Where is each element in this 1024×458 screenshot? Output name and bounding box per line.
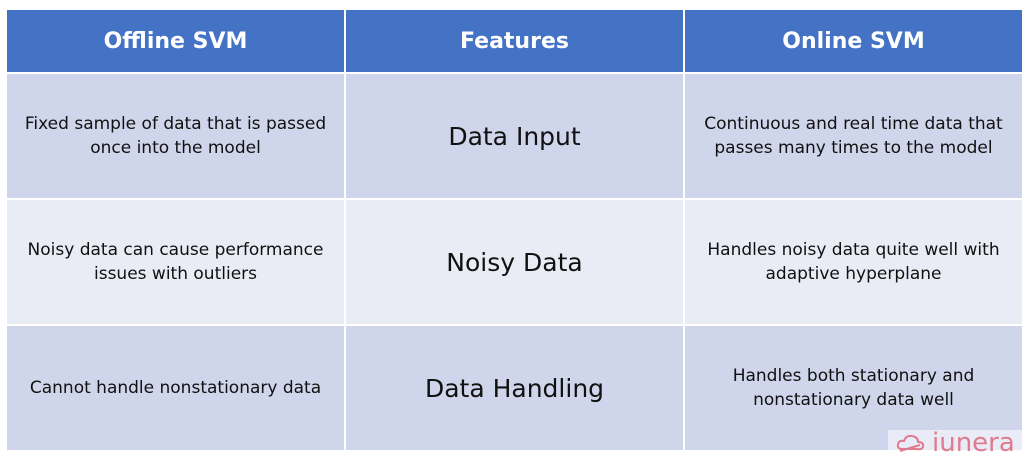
cell-offline: Noisy data can cause performance issues … [7, 200, 344, 324]
cell-online: Handles both stationary and nonstationar… [685, 326, 1022, 450]
comparison-table: Offline SVM Features Online SVM Fixed sa… [7, 10, 1022, 450]
logo-text: iunera [932, 427, 1015, 458]
cloud-icon [896, 434, 925, 452]
cell-offline: Fixed sample of data that is passed once… [7, 74, 344, 198]
cell-offline: Cannot handle nonstationary data [7, 326, 344, 450]
cell-feature: Data Input [346, 74, 683, 198]
iunera-logo: iunera [888, 427, 1024, 458]
cell-online: Handles noisy data quite well with adapt… [685, 200, 1022, 324]
cell-feature: Data Handling [346, 326, 683, 450]
header-offline-svm: Offline SVM [7, 10, 344, 72]
header-features: Features [346, 10, 683, 72]
cell-feature: Noisy Data [346, 200, 683, 324]
header-online-svm: Online SVM [685, 10, 1022, 72]
cell-online: Continuous and real time data that passe… [685, 74, 1022, 198]
